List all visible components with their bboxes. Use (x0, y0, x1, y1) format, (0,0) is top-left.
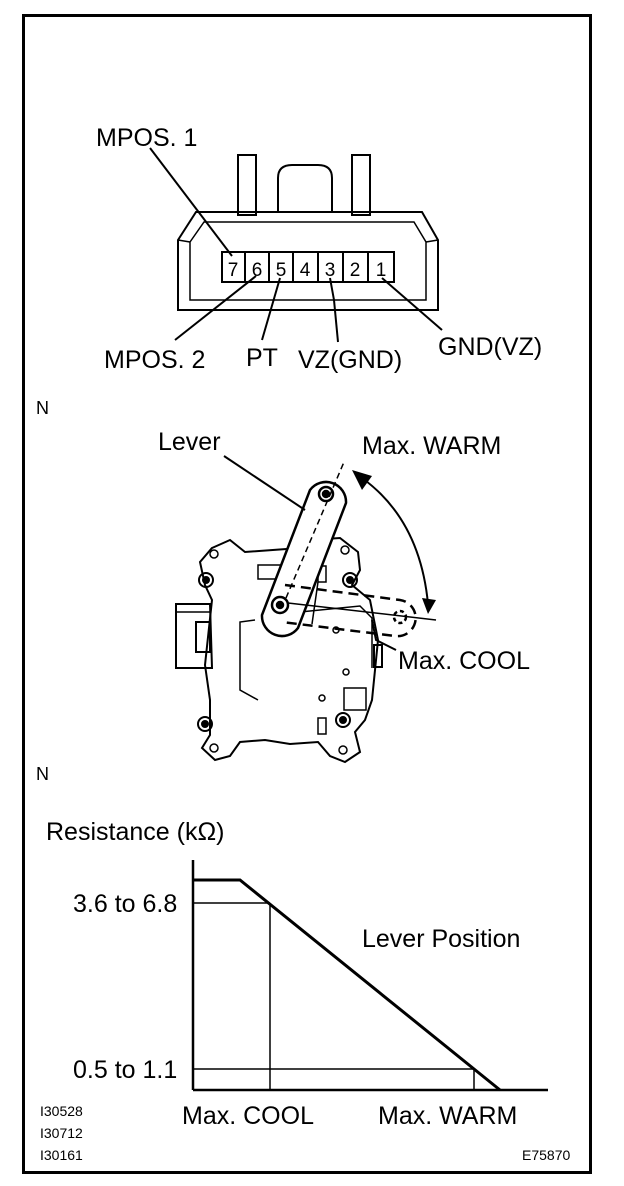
label-mpos1: MPOS. 1 (96, 124, 197, 152)
actuator (175, 536, 383, 764)
ref-code-2: I30712 (40, 1125, 83, 1141)
ref-code-3: I30161 (40, 1147, 83, 1163)
actuator-slot (195, 621, 211, 653)
rotation-arc (361, 477, 429, 605)
pin-7: 7 (228, 260, 239, 281)
y-tick-lower: 0.5 to 1.1 (73, 1056, 177, 1084)
y-tick-upper: 3.6 to 6.8 (73, 890, 177, 918)
actuator-housing (198, 536, 380, 764)
warm-reference-line (285, 461, 345, 599)
leader-pt (261, 277, 281, 341)
pin-4: 4 (300, 260, 311, 281)
pin-3: 3 (325, 260, 336, 281)
connector-leaders (149, 147, 443, 343)
lever (260, 480, 348, 638)
label-vz-gnd: VZ(GND) (298, 346, 402, 374)
chart-ylabel: Resistance (kΩ) (46, 818, 224, 846)
label-max-warm: Max. WARM (362, 432, 501, 460)
pin-cavity (221, 251, 395, 283)
rotation-indicator (223, 455, 437, 651)
connector-tab-right (351, 154, 371, 216)
pin-numbers: 7 6 5 4 3 2 1 (228, 260, 387, 281)
ref-code-1: I30528 (40, 1103, 83, 1119)
arrowhead-cool (422, 598, 436, 614)
actuator-tab-right (373, 644, 383, 668)
chart-xlabel: Lever Position (362, 925, 520, 953)
marker-n-1: N (36, 398, 49, 418)
marker-n-2: N (36, 764, 49, 784)
leader-vz-gnd (329, 277, 339, 343)
leader-gnd-vz (381, 277, 443, 331)
leader-max-cool (371, 619, 397, 651)
figure-frame (22, 14, 592, 1174)
connector-tab-left (237, 154, 257, 216)
label-mpos2: MPOS. 2 (104, 346, 205, 374)
label-max-cool: Max. COOL (398, 647, 530, 675)
connector-latch (277, 164, 333, 212)
x-tick-max-warm: Max. WARM (378, 1102, 517, 1130)
resistance-chart: Resistance (kΩ) 3.6 to 6.8 0.5 to 1.1 Ma… (46, 818, 548, 1130)
leader-lever (223, 455, 306, 511)
leader-mpos1 (149, 147, 233, 257)
pin-6: 6 (252, 260, 263, 281)
pin-1: 1 (376, 260, 387, 281)
reference-codes: I30528 I30712 I30161 (40, 1103, 83, 1163)
label-gnd-vz: GND(VZ) (438, 333, 542, 361)
pin-2: 2 (350, 260, 361, 281)
leader-mpos2 (174, 275, 257, 341)
pin-5: 5 (276, 260, 287, 281)
x-tick-max-cool: Max. COOL (182, 1102, 314, 1130)
lever-arm (260, 480, 348, 638)
lever-arm-dashed (281, 583, 417, 638)
label-pt: PT (246, 344, 278, 372)
actuator-mount-left (175, 603, 214, 669)
label-lever: Lever (158, 428, 221, 456)
cool-reference-line (287, 602, 437, 621)
resistance-curve (193, 878, 501, 1092)
connector (177, 154, 439, 311)
figure-code: E75870 (522, 1147, 570, 1163)
arrowhead-warm (352, 470, 372, 490)
